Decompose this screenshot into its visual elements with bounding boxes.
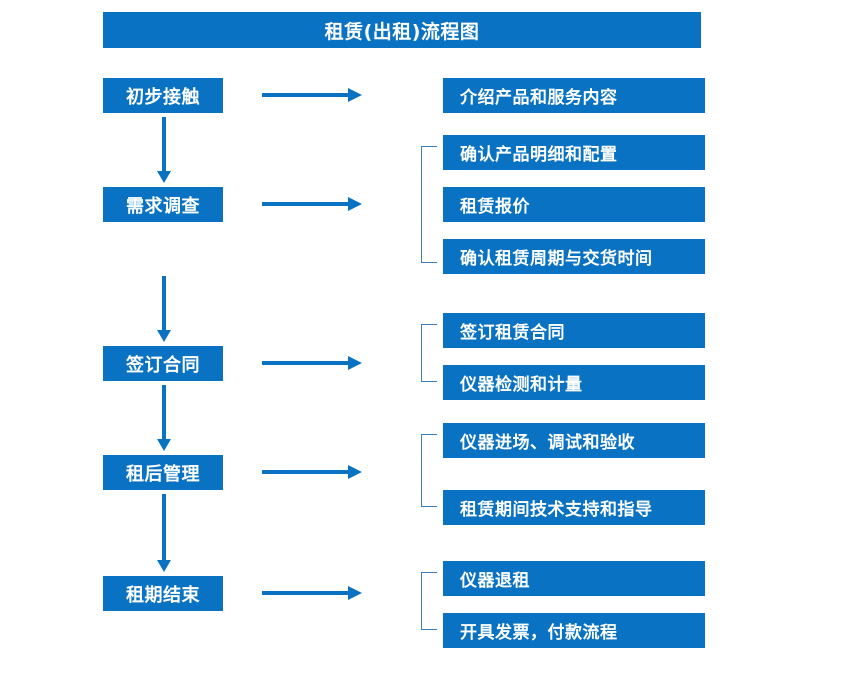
group-bracket-rental-end (421, 572, 437, 630)
arrow-shaft (262, 202, 350, 206)
arrow-head-down-icon (157, 330, 171, 342)
detail-box-sign-rental-contract[interactable]: 签订租赁合同 (443, 313, 705, 348)
arrow-head-down-icon (157, 439, 171, 451)
horizontal-arrow-requirement-survey (262, 197, 362, 211)
vertical-arrow-initial-to-survey (157, 117, 171, 183)
arrow-head-right-icon (348, 356, 362, 370)
group-bracket-post-rental (421, 434, 437, 507)
stage-box-rental-end[interactable]: 租期结束 (103, 576, 223, 611)
group-bracket-requirement-survey (421, 146, 437, 263)
vertical-arrow-survey-to-contract (157, 276, 171, 342)
arrow-shaft (162, 276, 166, 330)
stage-box-requirement-survey[interactable]: 需求调查 (103, 187, 223, 222)
stage-box-sign-contract[interactable]: 签订合同 (103, 346, 223, 381)
arrow-head-right-icon (348, 586, 362, 600)
horizontal-arrow-initial-contact (262, 88, 362, 102)
detail-box-instrument-inspection[interactable]: 仪器检测和计量 (443, 365, 705, 400)
detail-box-instrument-return[interactable]: 仪器退租 (443, 561, 705, 596)
arrow-head-down-icon (157, 560, 171, 572)
stage-box-post-rental-management[interactable]: 租后管理 (103, 455, 223, 490)
arrow-shaft (262, 470, 350, 474)
stage-box-initial-contact[interactable]: 初步接触 (103, 78, 223, 113)
vertical-arrow-contract-to-postrental (157, 385, 171, 451)
detail-box-invoice-payment[interactable]: 开具发票，付款流程 (443, 613, 705, 648)
group-bracket-sign-contract (421, 324, 437, 382)
flowchart-title: 租赁(出租)流程图 (103, 12, 701, 48)
detail-box-confirm-product-details[interactable]: 确认产品明细和配置 (443, 135, 705, 170)
arrow-head-right-icon (348, 88, 362, 102)
arrow-shaft (162, 494, 166, 560)
detail-box-confirm-period-delivery[interactable]: 确认租赁周期与交货时间 (443, 239, 705, 274)
arrow-head-down-icon (157, 171, 171, 183)
arrow-shaft (262, 591, 350, 595)
detail-box-technical-support[interactable]: 租赁期间技术支持和指导 (443, 490, 705, 525)
detail-box-instrument-entry-commissioning[interactable]: 仪器进场、调试和验收 (443, 423, 705, 458)
detail-box-rental-quotation[interactable]: 租赁报价 (443, 187, 705, 222)
horizontal-arrow-post-rental (262, 465, 362, 479)
arrow-shaft (262, 93, 350, 97)
arrow-shaft (262, 361, 350, 365)
arrow-head-right-icon (348, 465, 362, 479)
horizontal-arrow-rental-end (262, 586, 362, 600)
detail-box-introduce-products[interactable]: 介绍产品和服务内容 (443, 78, 705, 113)
horizontal-arrow-sign-contract (262, 356, 362, 370)
arrow-shaft (162, 385, 166, 439)
vertical-arrow-postrental-to-rentalend (157, 494, 171, 572)
arrow-head-right-icon (348, 197, 362, 211)
arrow-shaft (162, 117, 166, 171)
